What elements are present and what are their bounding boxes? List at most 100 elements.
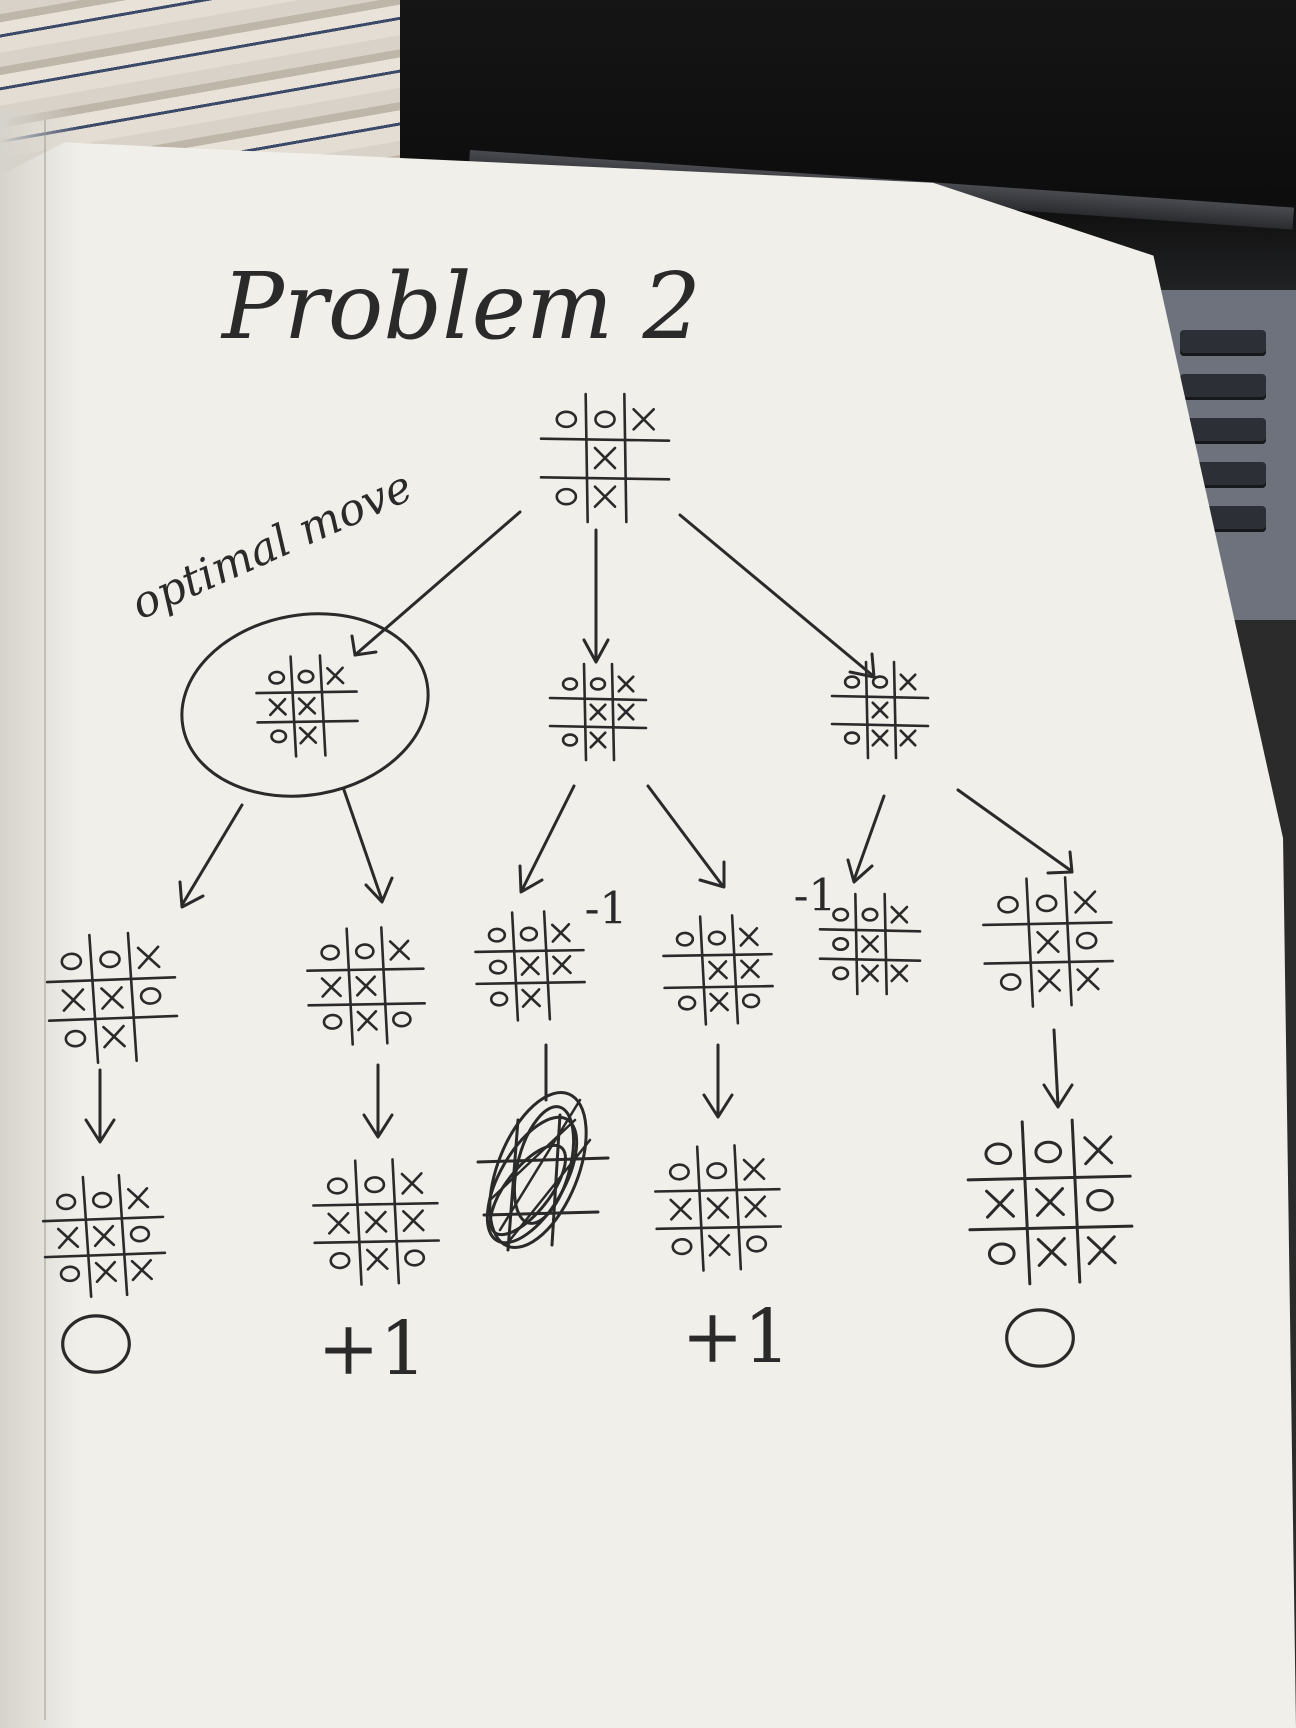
x-mark — [400, 1172, 424, 1195]
x-mark — [550, 922, 571, 943]
o-mark — [320, 944, 341, 961]
arrowhead — [848, 652, 876, 679]
x-mark — [552, 954, 572, 975]
x-mark — [890, 964, 909, 983]
grid-line — [610, 662, 616, 762]
grid-line — [255, 690, 358, 695]
arrow-l1b-to-l2d — [646, 784, 724, 887]
level2-board — [662, 914, 774, 1026]
o-mark — [706, 1162, 728, 1180]
grid-line — [345, 927, 355, 1046]
x-stroke — [127, 1187, 149, 1210]
arrow-l1b-to-l2c — [520, 784, 576, 892]
x-stroke — [402, 1209, 424, 1233]
o-mark — [668, 1163, 690, 1181]
x-stroke — [365, 1210, 387, 1234]
x-stroke — [269, 697, 287, 717]
level1-board — [830, 660, 930, 760]
o-mark — [489, 991, 509, 1007]
x-stroke — [632, 407, 656, 431]
grid-line — [584, 392, 589, 524]
o-mark — [843, 731, 861, 745]
arrow-l1c-to-l2e — [852, 794, 886, 882]
level2-board — [818, 892, 922, 996]
x-mark — [899, 729, 917, 747]
x-mark — [1073, 890, 1097, 914]
o-mark — [832, 907, 850, 922]
o-mark — [741, 993, 761, 1009]
o-mark — [746, 1235, 768, 1253]
x-mark — [56, 1226, 80, 1250]
level3-board — [966, 1118, 1134, 1286]
x-stroke — [520, 956, 540, 976]
grid-line — [1025, 877, 1035, 1008]
x-mark — [92, 1224, 116, 1248]
x-mark — [326, 666, 345, 685]
x-mark — [890, 905, 909, 924]
grid-line — [47, 1014, 179, 1022]
level3-board — [312, 1158, 440, 1286]
o-mark — [55, 1193, 77, 1211]
level3-board — [41, 1173, 167, 1299]
level2-board — [306, 926, 426, 1046]
x-mark — [297, 696, 317, 716]
x-stroke — [401, 1172, 423, 1195]
x-mark — [1036, 1237, 1067, 1267]
x-stroke — [617, 703, 635, 721]
o-mark — [1034, 1140, 1063, 1164]
x-mark — [320, 976, 342, 998]
x-mark — [740, 958, 760, 979]
x-stroke — [589, 703, 607, 721]
o-mark — [832, 936, 850, 952]
o-mark — [987, 1242, 1016, 1265]
o-mark — [561, 677, 579, 691]
x-mark — [102, 1024, 126, 1049]
x-stroke — [670, 1197, 692, 1221]
x-mark — [593, 446, 617, 470]
x-stroke — [62, 988, 85, 1012]
x-stroke — [861, 964, 879, 983]
grid-line — [43, 1251, 167, 1259]
x-stroke — [1038, 968, 1061, 993]
x-stroke — [299, 726, 317, 745]
grid-line — [474, 948, 585, 954]
x-stroke — [708, 1233, 730, 1257]
o-mark — [364, 1176, 386, 1194]
o-mark — [354, 943, 375, 960]
level3-score — [61, 1314, 131, 1374]
x-stroke — [1076, 967, 1099, 991]
arrow-l2f-to-l3e — [1052, 1028, 1060, 1107]
x-mark — [130, 1258, 153, 1282]
x-mark — [268, 697, 287, 717]
paper-shadow — [0, 110, 80, 1728]
level3-score: +1 — [317, 1306, 426, 1392]
grid-line — [548, 724, 648, 730]
x-stroke — [890, 905, 909, 924]
o-mark — [561, 733, 579, 747]
o-mark — [326, 1177, 348, 1195]
x-mark — [364, 1210, 388, 1234]
grid-line — [966, 1174, 1132, 1182]
grid-line — [654, 1187, 781, 1193]
o-mark — [671, 1238, 693, 1256]
o-mark — [871, 675, 889, 689]
grid-line — [318, 654, 327, 757]
arrowhead — [1046, 850, 1074, 875]
x-stroke — [298, 696, 316, 716]
x-stroke — [617, 675, 635, 693]
grid-line — [818, 928, 922, 933]
arrowhead — [518, 864, 544, 894]
x-mark — [861, 935, 879, 953]
x-stroke — [899, 729, 917, 747]
x-mark — [589, 731, 607, 749]
arrow-l1a-to-l2b — [342, 788, 384, 902]
x-stroke — [551, 922, 571, 943]
grid-line — [983, 959, 1115, 965]
x-stroke — [521, 988, 541, 1008]
x-mark — [1083, 1135, 1114, 1166]
x-mark — [632, 407, 656, 431]
x-mark — [1037, 968, 1062, 993]
grid-line — [391, 1158, 401, 1285]
arrowhead — [582, 638, 610, 664]
o-mark — [60, 952, 83, 971]
